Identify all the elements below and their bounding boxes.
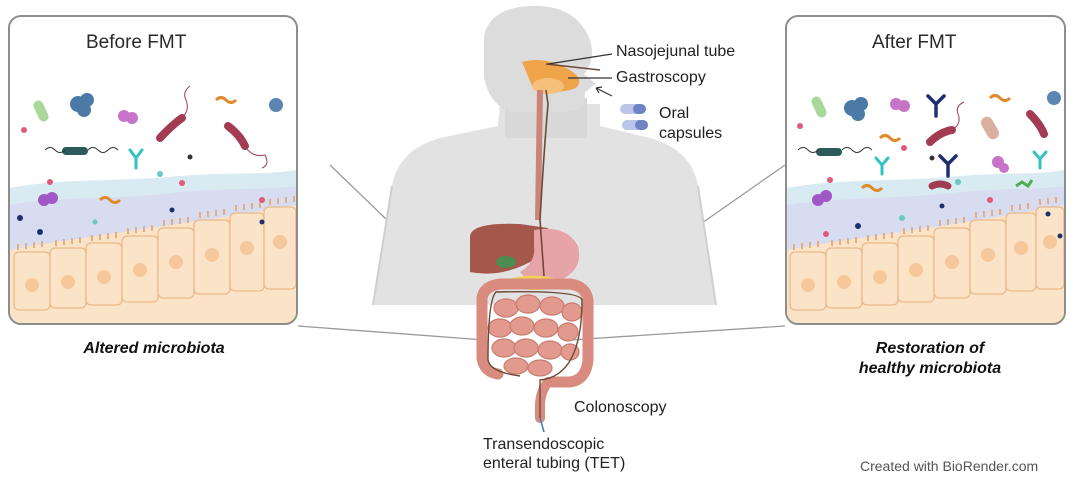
after-caption-line2: healthy microbiota <box>830 360 1030 378</box>
capsule-icon <box>620 104 648 130</box>
tet-label-line1: Transendoscopic <box>483 435 604 454</box>
oral-capsules-label-line2: capsules <box>659 124 722 143</box>
gastroscopy-label: Gastroscopy <box>616 68 706 87</box>
oral-capsules-label-line1: Oral <box>659 104 689 123</box>
before-fmt-panel <box>9 16 297 324</box>
tet-label-line2: enteral tubing (TET) <box>483 454 625 473</box>
before-panel-title: Before FMT <box>86 32 186 54</box>
after-fmt-panel <box>786 16 1065 324</box>
before-caption: Altered microbiota <box>54 340 254 358</box>
biorender-credit: Created with BioRender.com <box>860 458 1038 474</box>
after-caption-line1: Restoration of <box>830 340 1030 358</box>
colonoscopy-label: Colonoscopy <box>574 398 667 417</box>
after-panel-title: After FMT <box>872 32 956 54</box>
nasojejunal-tube-label: Nasojejunal tube <box>616 42 735 61</box>
